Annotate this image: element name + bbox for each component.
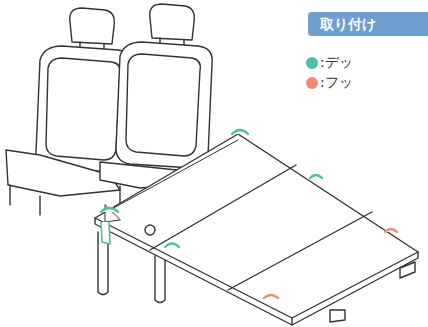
legend-row: :デッ: [306, 54, 353, 72]
legend-text: :デッ: [320, 54, 353, 72]
deck-marker: [101, 130, 322, 247]
legend-swatch: [306, 77, 318, 89]
foot-marker: [264, 229, 397, 298]
title-badge: 取り付け: [308, 12, 428, 36]
legend-text: :フッ: [320, 74, 353, 92]
seat: [6, 8, 132, 215]
legend-swatch: [306, 57, 318, 69]
deck-board: [95, 134, 418, 325]
legend-row: :フッ: [306, 74, 353, 92]
title-text: 取り付け: [320, 16, 376, 32]
